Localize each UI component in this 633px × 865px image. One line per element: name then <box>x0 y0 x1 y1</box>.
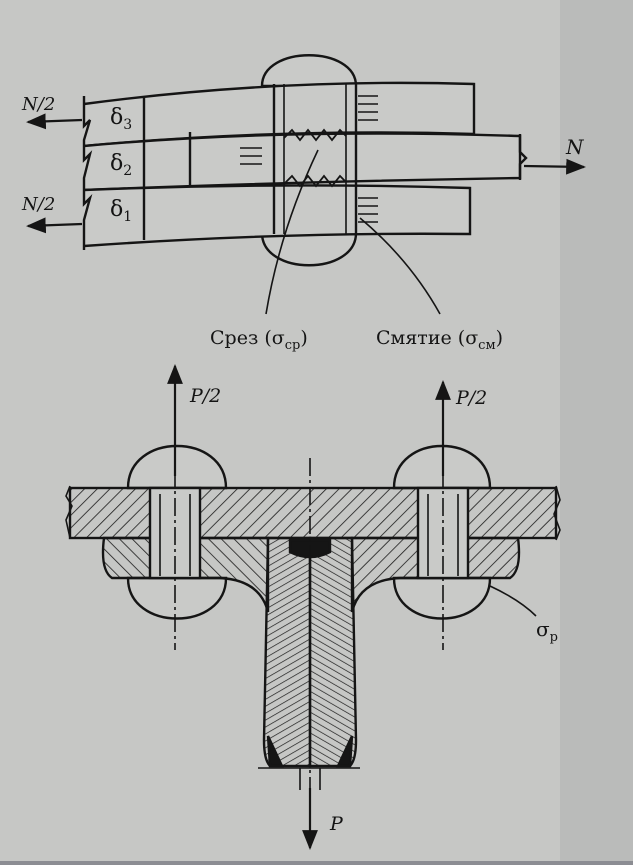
paper-shadow-right <box>560 0 633 861</box>
rivet-left-head-bottom <box>126 576 228 620</box>
label-delta2: δ2 <box>110 151 132 179</box>
leader-shear <box>265 149 319 315</box>
right-break-line <box>518 134 528 180</box>
bearing-hatch-middle <box>240 147 262 165</box>
rivet-head-top <box>260 54 358 88</box>
left-break-line <box>82 96 93 250</box>
arrow-n-half-top <box>26 113 83 130</box>
label-shear: Срез (σср) <box>210 327 308 353</box>
label-n-half-bottom: N/2 <box>21 194 55 215</box>
weld-bottom-right <box>336 735 354 768</box>
t-stem-left <box>262 536 312 768</box>
label-bearing: Смятие (σсм) <box>376 327 503 353</box>
t-stem-right <box>308 536 358 768</box>
top-joint-figure <box>26 54 586 315</box>
label-p-half-left: P/2 <box>189 385 221 407</box>
leader-bearing <box>359 217 441 315</box>
label-tension: σр <box>536 617 558 645</box>
label-p-half-right: P/2 <box>455 387 487 409</box>
label-p: P <box>329 813 344 835</box>
bottom-joint-figure <box>68 444 558 768</box>
arrow-n-half-bottom <box>26 217 83 234</box>
bearing-hatch-top <box>358 95 378 121</box>
arrow-n <box>523 158 586 175</box>
weld-bottom-left <box>266 735 284 768</box>
label-delta3: δ3 <box>110 105 132 133</box>
rivet-right-head-bottom <box>392 576 492 620</box>
label-n-half-top: N/2 <box>21 94 55 115</box>
shear-zigzag-lower <box>283 174 347 188</box>
bearing-hatch-bottom <box>358 197 378 223</box>
shear-zigzag-upper <box>283 128 347 142</box>
bottom-figure-arrows <box>167 364 451 850</box>
label-delta1: δ1 <box>110 197 132 225</box>
rivet-head-bottom <box>260 231 358 267</box>
rivet-left-head-top <box>126 444 228 490</box>
cover-plate <box>68 486 558 540</box>
label-n: N <box>565 135 585 159</box>
